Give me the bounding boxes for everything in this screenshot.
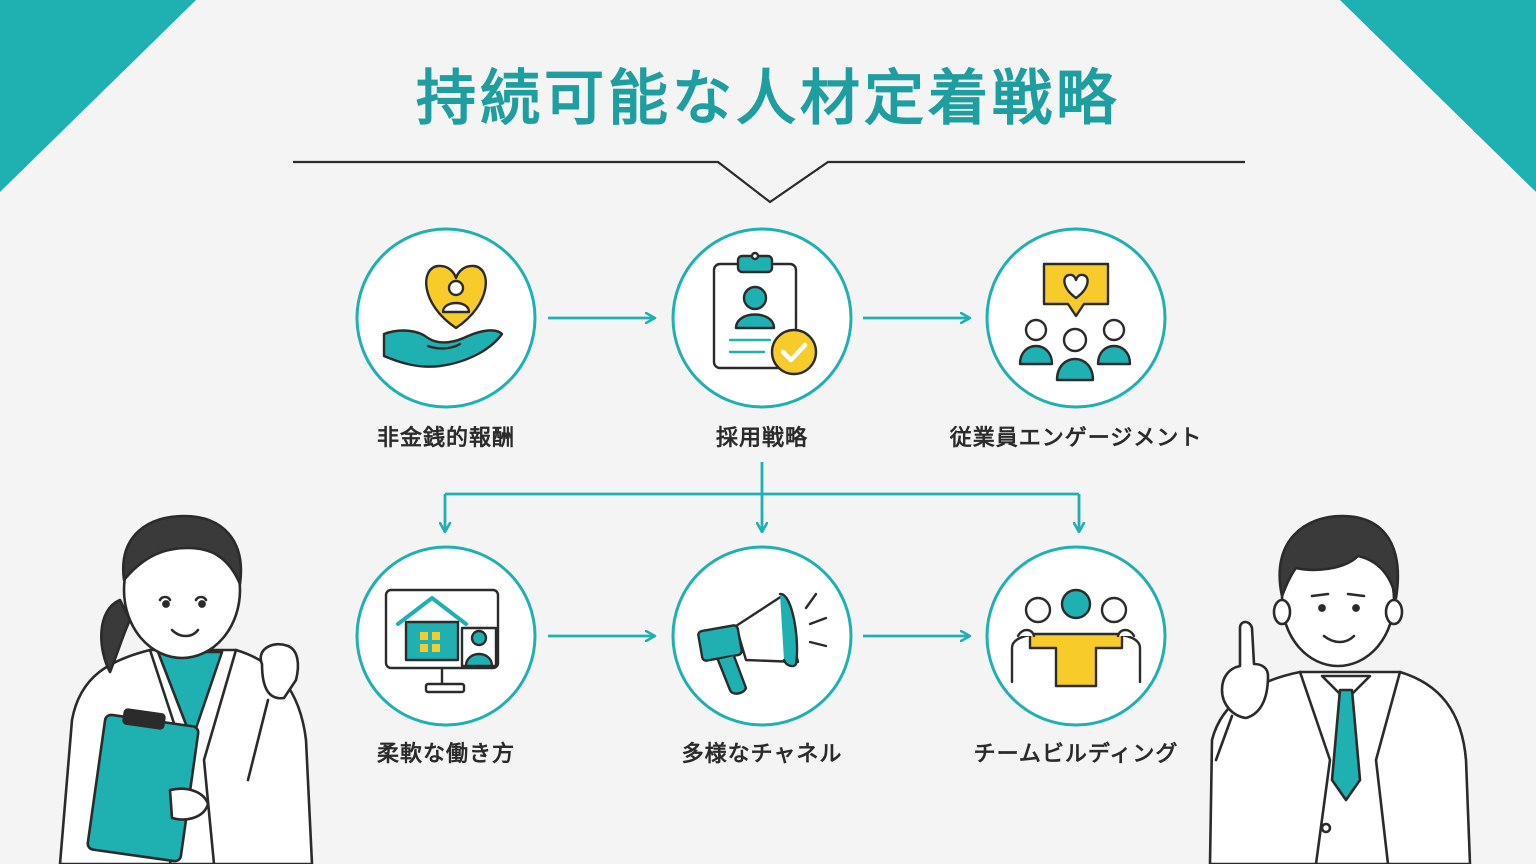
node-label-non-monetary: 非金銭的報酬 <box>376 426 515 451</box>
group-heart-icon <box>1018 262 1132 382</box>
title-underline <box>293 160 1245 204</box>
node-label-channels: 多様なチャネル <box>681 742 843 767</box>
clipboard-check-icon <box>712 251 818 376</box>
corner-decoration-left <box>0 0 196 192</box>
male-doctor-illustration <box>1208 514 1472 864</box>
diagram-title: 持続可能な人材定着戦略 <box>416 64 1120 134</box>
corner-decoration-right <box>1340 0 1536 192</box>
heart-hand-icon <box>382 264 504 368</box>
node-label-recruitment: 採用戦略 <box>715 426 808 451</box>
node-label-engagement: 従業員エンゲージメント <box>949 426 1203 451</box>
female-doctor-illustration <box>58 514 314 864</box>
remote-work-monitor-icon <box>384 588 500 694</box>
node-label-team-building: チームビルディング <box>973 742 1179 767</box>
team-huddle-icon <box>1010 588 1142 688</box>
megaphone-icon <box>697 592 828 695</box>
node-label-flexible-work: 柔軟な働き方 <box>376 742 515 767</box>
